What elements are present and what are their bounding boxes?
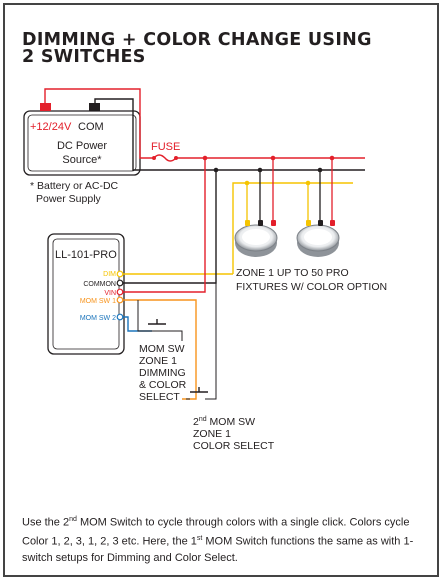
switch1-label-line3: DIMMING: [139, 367, 186, 379]
switch1-label: MOM SW ZONE 1 DIMMING & COLOR SELECT: [139, 343, 187, 403]
controller-name: LL-101-PRO: [55, 249, 117, 261]
fuse-label: FUSE: [151, 141, 180, 153]
junction-common-fixture2: [317, 167, 323, 173]
common-bus: [94, 98, 365, 171]
mom-switch-1: [148, 319, 166, 325]
footer-part-3: MOM Switch functions the same as with 1-…: [22, 535, 414, 565]
switch2-label-line3: COLOR SELECT: [193, 440, 275, 452]
switch2-ordinal-sup: nd: [199, 416, 207, 423]
switch2-label-line1: 2nd MOM SW: [193, 416, 255, 428]
fixture2-vin-pin: [330, 220, 335, 226]
fixture2-common-pin: [318, 220, 323, 226]
switch2-name: MOM SW: [207, 416, 255, 428]
fixture-1: [234, 220, 278, 257]
fixture2-center: [304, 229, 332, 245]
title-line-1: DIMMING + COLOR CHANGE USING: [22, 30, 372, 50]
terminal-label-mom-sw-1: MOM SW 1: [80, 298, 116, 305]
terminal-mom-sw-2: [116, 313, 124, 321]
switch1-common-wire: [137, 300, 171, 332]
power-source-name-1: DC Power: [57, 140, 107, 152]
voltage-label: +12/24V: [30, 121, 72, 133]
footer-description: Use the 2nd MOM Switch to cycle through …: [22, 512, 427, 567]
switch1-return-wire: [160, 330, 183, 341]
fixture1-vin-pin: [271, 220, 276, 226]
fixture-drops: [246, 158, 333, 222]
terminal-common: [116, 279, 124, 287]
com-label: COM: [78, 121, 104, 133]
power-note-2: Power Supply: [36, 193, 102, 205]
terminal-dim: [116, 270, 124, 278]
power-note-1: * Battery or AC-DC: [30, 180, 119, 192]
controller: LL-101-PRO DIM COMMON VIN MOM SW 1 MOM S…: [47, 233, 125, 355]
junction-common-fixture1: [257, 167, 263, 173]
positive-lead: [44, 88, 154, 159]
zone-label-2: FIXTURES W/ COLOR OPTION: [236, 281, 387, 293]
mom-switch-2: [190, 387, 208, 393]
terminal-vin: [116, 288, 124, 296]
switch1-label-line2: ZONE 1: [139, 355, 177, 367]
switch1-label-line1: MOM SW: [139, 343, 185, 355]
power-supply-inner-box: [27, 114, 137, 172]
switch2-label-line2: ZONE 1: [193, 428, 231, 440]
positive-terminal: [40, 103, 51, 111]
terminal-label-vin: VIN: [104, 290, 116, 297]
footer-part-1: Use the 2: [22, 516, 70, 529]
switch2-label: 2nd MOM SW ZONE 1 COLOR SELECT: [193, 416, 275, 452]
diagram-frame: [3, 3, 439, 577]
dim-wire-main: [232, 182, 353, 274]
footer-sup-1: nd: [69, 516, 77, 523]
junction-vin-fixture1: [270, 155, 276, 161]
fixture1-center: [242, 229, 270, 245]
junction-dots: [202, 155, 335, 186]
controller-wires: [123, 158, 233, 400]
fuse-node-left: [152, 156, 156, 160]
switch1-label-line4: & COLOR: [139, 379, 187, 391]
terminal-label-dim: DIM: [103, 271, 116, 278]
negative-terminal: [89, 103, 100, 111]
fuse: FUSE: [151, 141, 180, 162]
fixture1-dim-pin: [245, 220, 250, 226]
switch2-ordinal: 2: [193, 416, 199, 428]
fixture-2: [296, 220, 340, 257]
power-supply: +12/24V COM DC Power Source* * Battery o…: [23, 103, 141, 205]
page-title: DIMMING + COLOR CHANGE USING 2 SWITCHES: [22, 30, 402, 67]
dim-bus: [232, 182, 353, 274]
controller-box: [47, 233, 125, 355]
fuse-symbol: [153, 154, 177, 162]
title-line-2: 2 SWITCHES: [22, 47, 146, 67]
terminal-mom-sw-1: [116, 296, 124, 304]
junction-dim-fixture1: [244, 180, 250, 186]
zone-label-1: ZONE 1 UP TO 50 PRO: [236, 267, 349, 279]
common-controller-wire: [123, 170, 217, 284]
terminal-label-mom-sw-2: MOM SW 2: [80, 315, 116, 322]
power-source-name-2: Source*: [62, 154, 102, 166]
switch2-return-wire: [205, 283, 217, 400]
junction-dim-fixture2: [305, 180, 311, 186]
junction-vin-fixture2: [329, 155, 335, 161]
fixture1-common-pin: [258, 220, 263, 226]
terminal-label-common: COMMON: [83, 281, 116, 288]
fixture2-dim-pin: [306, 220, 311, 226]
common-wire: [94, 98, 365, 171]
fuse-node-right: [174, 156, 178, 160]
switch1-label-line5: SELECT: [139, 391, 180, 403]
vin-controller-wire: [123, 158, 206, 293]
footer-part-2: MOM Switch to cycle through colors with …: [22, 516, 410, 548]
footer-sup-2: st: [196, 535, 203, 543]
